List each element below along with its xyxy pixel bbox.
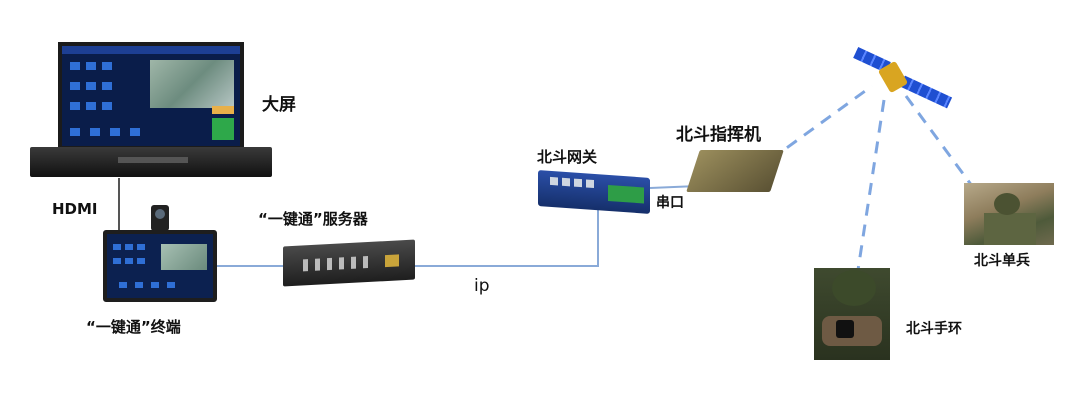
serial-label: 串口 (656, 195, 684, 211)
gateway-label: 北斗网关 (537, 148, 598, 166)
gateway-icon (538, 170, 650, 214)
camera-icon (151, 205, 169, 231)
wristband-label: 北斗手环 (906, 321, 962, 337)
server-gateway-link (414, 210, 599, 267)
server-icon (283, 239, 415, 287)
commander-satellite-link (769, 84, 873, 162)
terminal-icon (103, 230, 217, 302)
satellite-wristband-link (856, 99, 886, 271)
hdmi-label: HDMI (52, 200, 98, 218)
terminal-label: “一键通”终端 (86, 318, 181, 336)
server-label: “一键通”服务器 (258, 210, 368, 228)
commander-label: 北斗指挥机 (676, 125, 761, 145)
big-screen-icon (58, 42, 244, 150)
wristband-photo (814, 268, 890, 360)
satellite-soldier-link (904, 95, 974, 187)
screen-stand (30, 147, 272, 177)
ip-label: ip (474, 276, 490, 296)
soldier-label: 北斗单兵 (974, 253, 1030, 269)
big-screen-label: 大屏 (262, 95, 296, 115)
commander-icon (686, 150, 784, 192)
soldier-photo (964, 183, 1054, 245)
